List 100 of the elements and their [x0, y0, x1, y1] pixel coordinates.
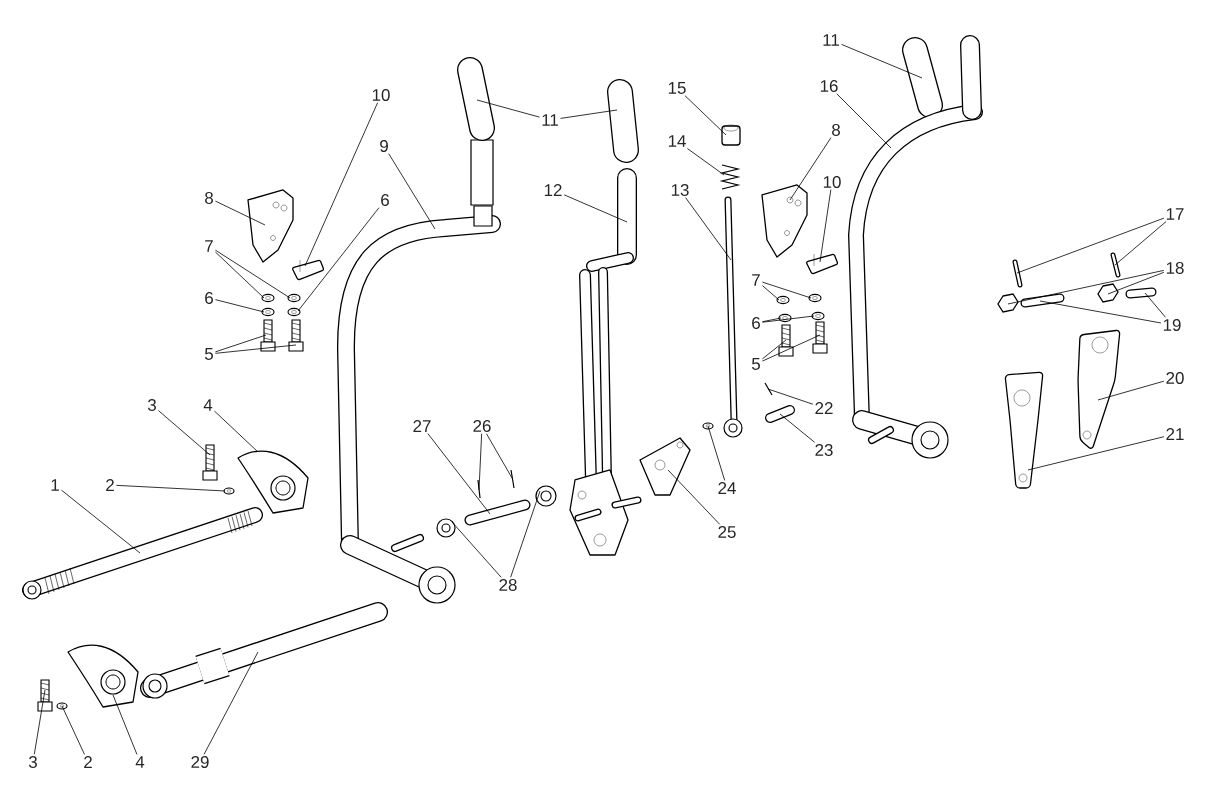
- leader-line: [116, 484, 226, 492]
- leader-line: [61, 705, 85, 755]
- leader-line: [1107, 271, 1165, 295]
- leader-line: [215, 200, 266, 226]
- leader-line: [215, 299, 265, 313]
- leader-line: [1114, 221, 1167, 266]
- leader-line: [1027, 436, 1165, 471]
- callout-number: 11: [823, 34, 839, 46]
- fork-drawing: [67, 644, 139, 708]
- callout-number: 23: [815, 444, 833, 456]
- washer-drawing: [56, 702, 68, 710]
- leader-line: [1039, 300, 1162, 324]
- callout-number: 5: [751, 358, 760, 370]
- handle-drawing: [457, 57, 495, 141]
- washer-drawing: [261, 293, 275, 303]
- washer-drawing: [287, 307, 301, 317]
- block-drawing: [806, 253, 839, 275]
- leader-line: [767, 388, 814, 405]
- callout-number: 4: [135, 756, 145, 768]
- leader-line: [215, 334, 267, 353]
- leader-line: [707, 425, 726, 481]
- callout-number: 1: [51, 479, 59, 491]
- callout-number: 4: [203, 399, 213, 411]
- leader-line: [762, 334, 821, 362]
- bolt-drawing: [202, 444, 218, 481]
- callout-number: 13: [671, 184, 689, 196]
- bracket-drawing: [761, 184, 808, 258]
- callout-number: 28: [499, 579, 517, 591]
- washer-drawing: [702, 422, 714, 430]
- bolt-drawing: [37, 679, 53, 712]
- leader-line: [1007, 270, 1165, 305]
- leader-line: [33, 689, 46, 755]
- cotter-pin-drawing: [510, 469, 515, 489]
- washer-drawing: [535, 485, 557, 507]
- spring-drawing: [719, 164, 741, 190]
- leader-line: [841, 43, 923, 79]
- nut-drawing: [997, 293, 1019, 313]
- callout-number: 8: [832, 124, 840, 136]
- pin-drawing: [464, 499, 531, 526]
- bolt-drawing: [1125, 287, 1157, 299]
- callout-number: 18: [1166, 262, 1184, 274]
- leader-line: [560, 109, 618, 119]
- leader-line: [1097, 380, 1165, 401]
- callout-number: 15: [668, 82, 686, 94]
- leader-line: [486, 433, 513, 479]
- bolt-drawing: [260, 319, 276, 352]
- nut-drawing: [1097, 283, 1119, 303]
- leader-line: [304, 102, 378, 267]
- leader-line: [215, 251, 265, 299]
- washer-drawing: [261, 307, 275, 317]
- arm-drawing: [1077, 329, 1121, 449]
- leader-line: [667, 469, 721, 525]
- callout-number: 14: [668, 135, 686, 147]
- callout-number: 24: [718, 482, 736, 494]
- leader-line: [685, 197, 732, 261]
- leader-line: [684, 95, 727, 136]
- washer-drawing: [778, 313, 792, 323]
- callout-number: 11: [542, 114, 558, 126]
- callout-number: 17: [1166, 208, 1184, 220]
- callout-number: 19: [1163, 319, 1181, 331]
- leader-line: [215, 249, 291, 299]
- bracket-drawing: [247, 189, 294, 263]
- bolt-drawing: [1020, 293, 1065, 308]
- leader-line: [158, 410, 211, 456]
- callout-number: 6: [752, 317, 760, 329]
- callout-number: 25: [718, 526, 736, 538]
- leader-line: [388, 153, 436, 230]
- plate-drawing: [639, 437, 691, 496]
- leader-line: [451, 521, 502, 578]
- handle-drawing: [607, 79, 639, 163]
- callout-number: 8: [205, 192, 213, 204]
- callout-number: 6: [205, 292, 213, 304]
- callout-number: 10: [372, 89, 390, 101]
- leader-line: [687, 148, 725, 176]
- bolt-drawing: [778, 324, 794, 357]
- leader-line: [112, 694, 138, 755]
- washer-drawing: [811, 311, 825, 321]
- leader-line: [203, 651, 259, 755]
- handle-drawing: [902, 37, 943, 118]
- leader-line: [478, 433, 483, 491]
- leader-line: [510, 490, 541, 578]
- leader-line: [215, 344, 297, 354]
- callout-number: 5: [204, 348, 213, 360]
- bolt-drawing: [812, 321, 828, 354]
- shaft-drawing: [140, 602, 388, 699]
- pin-drawing: [1110, 252, 1121, 278]
- washer-drawing: [808, 293, 822, 303]
- washer-drawing: [776, 295, 790, 305]
- leader-line: [762, 339, 787, 360]
- leader-line: [427, 433, 491, 515]
- pin-drawing: [765, 405, 795, 423]
- leader-line: [762, 315, 815, 323]
- callout-number: 2: [84, 756, 92, 768]
- lever-drawing: [337, 139, 501, 604]
- leader-line: [762, 317, 782, 323]
- leader-line: [762, 285, 780, 301]
- leader-line: [779, 413, 815, 443]
- callout-number: 7: [752, 274, 760, 286]
- arm-drawing: [1004, 371, 1044, 489]
- callout-number: 22: [815, 402, 833, 414]
